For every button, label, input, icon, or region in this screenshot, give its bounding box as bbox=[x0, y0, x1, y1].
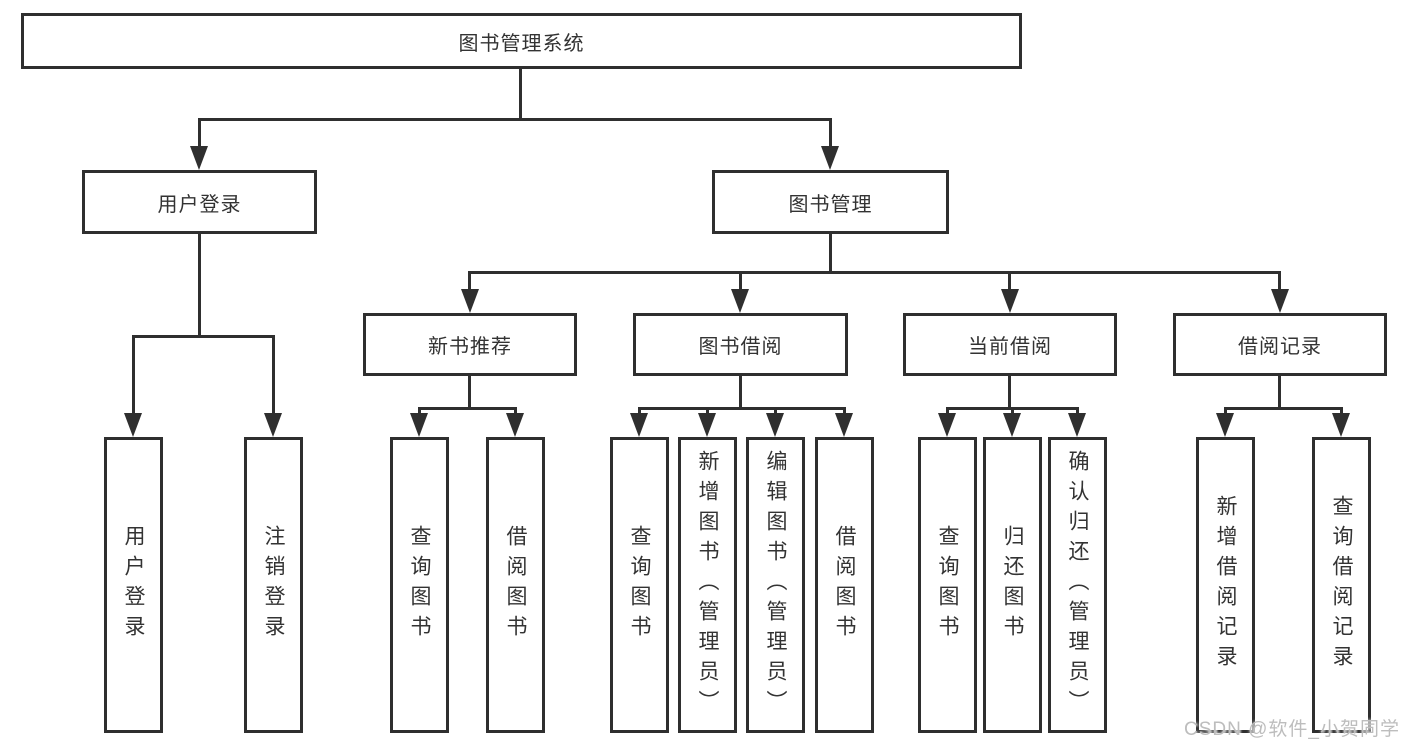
arrow-down-icon bbox=[461, 289, 479, 313]
node-label: 新增图书（管理员） bbox=[696, 450, 719, 720]
node-borrowing-records: 借阅记录 bbox=[1173, 313, 1387, 376]
connector-borrow-records-bar bbox=[1224, 407, 1343, 410]
connector-new-book-drop bbox=[418, 407, 421, 417]
connector-book-borrow-drop bbox=[774, 407, 777, 417]
node-current-borrowing: 当前借阅 bbox=[903, 313, 1117, 376]
node-label: 图书管理系统 bbox=[458, 32, 585, 55]
node-label: 当前借阅 bbox=[968, 336, 1052, 358]
connector-book-mgmt-bar bbox=[468, 271, 1281, 274]
node-root: 图书管理系统 bbox=[21, 13, 1022, 69]
arrow-down-icon bbox=[821, 146, 839, 170]
arrow-down-icon bbox=[264, 413, 282, 437]
connector-borrow-records-drop bbox=[1340, 407, 1343, 417]
arrow-down-icon bbox=[630, 413, 648, 437]
node-label: 借阅图书 bbox=[504, 525, 527, 645]
connector-current-borrow-drop bbox=[1076, 407, 1079, 417]
leaf-borrow-books: 借阅图书 bbox=[815, 437, 874, 733]
node-label: 用户登录 bbox=[122, 525, 145, 645]
connector-root-bar bbox=[198, 118, 832, 121]
connector-borrow-records-drop bbox=[1224, 407, 1227, 417]
leaf-add-books-admin: 新增图书（管理员） bbox=[678, 437, 737, 733]
connector-user-login-drop bbox=[132, 335, 135, 415]
arrow-down-icon bbox=[1332, 413, 1350, 437]
connector-user-login-stem bbox=[198, 234, 201, 335]
node-label: 新书推荐 bbox=[428, 336, 512, 358]
connector-user-login-bar bbox=[132, 335, 275, 338]
connector-root-drop-left bbox=[198, 118, 201, 148]
connector-book-borrow-drop bbox=[843, 407, 846, 417]
node-label: 借阅记录 bbox=[1238, 336, 1322, 358]
leaf-borrow-books-recommend: 借阅图书 bbox=[486, 437, 545, 733]
node-label: 用户登录 bbox=[157, 193, 242, 216]
node-user-login: 用户登录 bbox=[82, 170, 317, 234]
connector-user-login-drop bbox=[272, 335, 275, 415]
node-label: 图书管理 bbox=[788, 193, 873, 216]
arrow-down-icon bbox=[410, 413, 428, 437]
node-label: 查询图书 bbox=[628, 525, 651, 645]
node-label: 查询图书 bbox=[408, 525, 431, 645]
node-new-book-recommendation: 新书推荐 bbox=[363, 313, 577, 376]
arrow-down-icon bbox=[835, 413, 853, 437]
connector-new-book-drop bbox=[514, 407, 517, 417]
leaf-user-login: 用户登录 bbox=[104, 437, 163, 733]
arrow-down-icon bbox=[124, 413, 142, 437]
arrow-down-icon bbox=[506, 413, 524, 437]
connector-book-mgmt-drop bbox=[739, 271, 742, 292]
node-label: 编辑图书（管理员） bbox=[764, 450, 787, 720]
arrow-down-icon bbox=[1216, 413, 1234, 437]
connector-new-book-stem bbox=[468, 376, 471, 407]
node-label: 图书借阅 bbox=[698, 336, 783, 358]
leaf-confirm-return-admin: 确认归还（管理员） bbox=[1048, 437, 1107, 733]
connector-book-mgmt-drop bbox=[1278, 271, 1281, 292]
connector-book-borrow-drop bbox=[706, 407, 709, 417]
arrow-down-icon bbox=[1003, 413, 1021, 437]
connector-current-borrow-stem bbox=[1008, 376, 1011, 407]
arrow-down-icon bbox=[1068, 413, 1086, 437]
connector-book-mgmt-drop bbox=[468, 271, 471, 292]
leaf-query-books-recommend: 查询图书 bbox=[390, 437, 449, 733]
arrow-down-icon bbox=[731, 289, 749, 313]
arrow-down-icon bbox=[698, 413, 716, 437]
connector-borrow-records-stem bbox=[1278, 376, 1281, 407]
leaf-logout: 注销登录 bbox=[244, 437, 303, 733]
connector-book-mgmt-drop bbox=[1008, 271, 1011, 292]
connector-new-book-bar bbox=[418, 407, 517, 410]
arrow-down-icon bbox=[766, 413, 784, 437]
arrow-down-icon bbox=[1001, 289, 1019, 313]
node-label: 注销登录 bbox=[262, 525, 285, 645]
arrow-down-icon bbox=[938, 413, 956, 437]
node-label: 借阅图书 bbox=[833, 525, 856, 645]
watermark: CSDN @软件_小贺同学 bbox=[1184, 719, 1400, 740]
node-label: 新增借阅记录 bbox=[1214, 495, 1237, 675]
connector-book-borrow-drop bbox=[638, 407, 641, 417]
node-label: 归还图书 bbox=[1001, 525, 1024, 645]
node-book-borrowing: 图书借阅 bbox=[633, 313, 848, 376]
arrow-down-icon bbox=[1271, 289, 1289, 313]
connector-book-borrow-stem bbox=[739, 376, 742, 407]
connector-book-mgmt-stem bbox=[829, 234, 832, 271]
connector-root-stem bbox=[519, 69, 522, 118]
arrow-down-icon bbox=[190, 146, 208, 170]
leaf-edit-books-admin: 编辑图书（管理员） bbox=[746, 437, 805, 733]
leaf-query-books-current: 查询图书 bbox=[918, 437, 977, 733]
leaf-query-books-borrow: 查询图书 bbox=[610, 437, 669, 733]
node-label: 确认归还（管理员） bbox=[1066, 450, 1089, 720]
node-book-management: 图书管理 bbox=[712, 170, 949, 234]
leaf-return-books: 归还图书 bbox=[983, 437, 1042, 733]
leaf-query-borrow-record: 查询借阅记录 bbox=[1312, 437, 1371, 733]
node-label: 查询借阅记录 bbox=[1330, 495, 1353, 675]
connector-current-borrow-drop bbox=[946, 407, 949, 417]
leaf-add-borrow-record: 新增借阅记录 bbox=[1196, 437, 1255, 733]
connector-book-borrow-bar bbox=[638, 407, 846, 410]
connector-root-drop-right bbox=[829, 118, 832, 148]
node-label: 查询图书 bbox=[936, 525, 959, 645]
connector-current-borrow-drop bbox=[1011, 407, 1014, 417]
